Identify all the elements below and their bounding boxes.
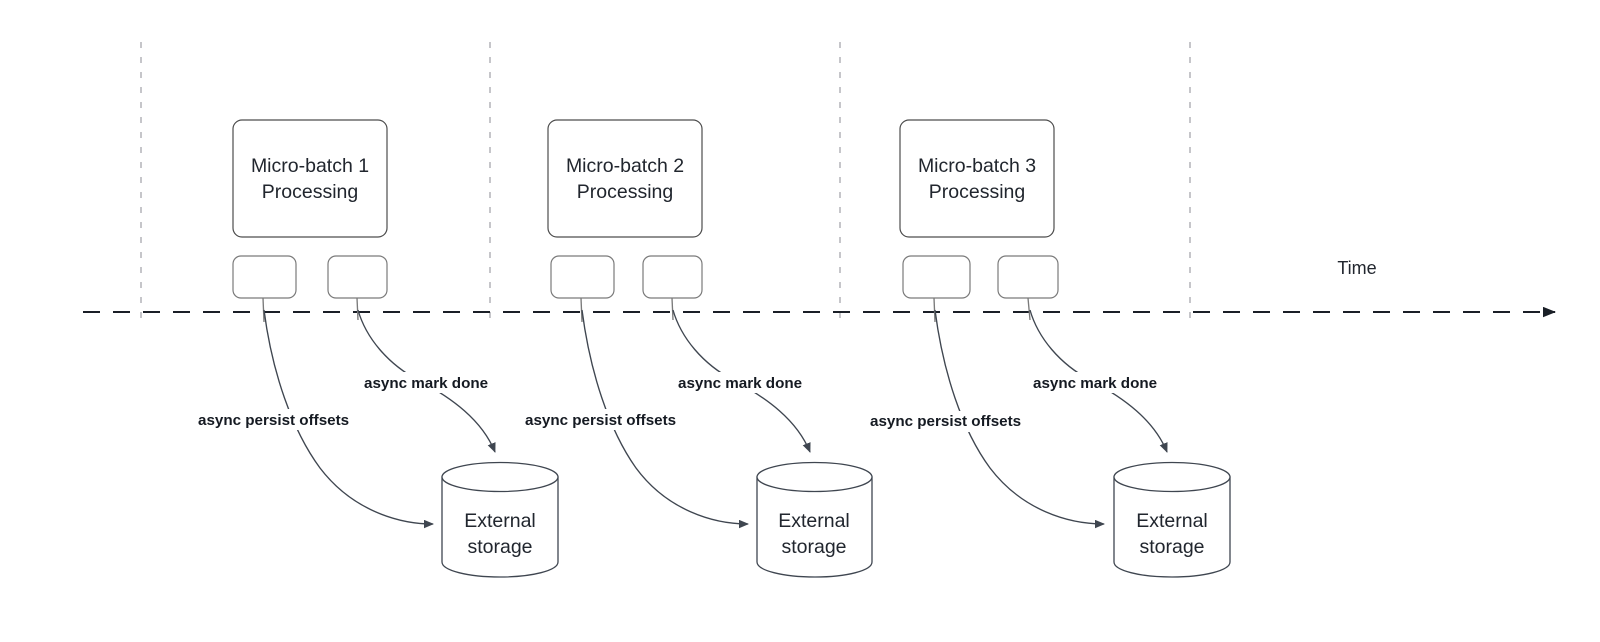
batch-2-persist-offsets-edge (581, 309, 749, 529)
batch-2-external-storage[interactable] (756, 461, 873, 578)
batch-3-storage-label-line2: storage (1139, 536, 1204, 558)
batch-3-task-box-right[interactable] (997, 255, 1059, 299)
micro-batch-2-label-line2: Processing (577, 181, 673, 203)
batch-3-persist-offsets-edge (934, 309, 1105, 529)
annotation-label-backdrops (195, 372, 1171, 432)
micro-batch-3-label-line1: Micro-batch 3 (918, 155, 1036, 177)
batch-2-stem-right (671, 297, 674, 321)
batch-3-external-storage[interactable] (1113, 461, 1231, 578)
batch-3-storage-label-line1: External (1136, 510, 1208, 532)
batch-1-external-storage[interactable] (441, 461, 559, 578)
text-layer: Micro-batch 1 Processing Micro-batch 2 P… (198, 155, 1377, 558)
batch-1-storage-label-line2: storage (467, 536, 532, 558)
batch-2-task-box-left[interactable] (550, 255, 615, 299)
batch-3-stem-right (1027, 297, 1031, 321)
batch-1-stem-left (262, 297, 265, 323)
micro-batch-1-label-line2: Processing (262, 181, 358, 203)
batch-3-mark-done-label: async mark done (1033, 375, 1157, 392)
batch-2-persist-offsets-label: async persist offsets (525, 412, 676, 429)
time-axis-label: Time (1337, 258, 1376, 278)
micro-batch-1-label-line1: Micro-batch 1 (251, 155, 369, 177)
batch-group-1 (232, 119, 559, 578)
batch-1-persist-offsets-label: async persist offsets (198, 412, 349, 429)
batch-2-storage-label-line2: storage (781, 536, 846, 558)
batch-3-task-box-left[interactable] (902, 255, 971, 299)
micro-batch-3-process-box[interactable] (899, 119, 1055, 238)
batch-3-persist-offsets-label: async persist offsets (870, 413, 1021, 430)
batch-1-task-box-left[interactable] (232, 255, 297, 299)
batch-1-storage-label-line1: External (464, 510, 536, 532)
batch-1-persist-offsets-edge (263, 309, 434, 529)
micro-batch-2-process-box[interactable] (547, 119, 703, 238)
batch-2-task-box-right[interactable] (642, 255, 703, 299)
batch-3-stem-left (933, 297, 936, 323)
batch-1-stem-right (356, 297, 359, 321)
batch-group-3 (899, 119, 1231, 578)
batch-1-mark-done-label: async mark done (364, 375, 488, 392)
batch-1-task-box-right[interactable] (327, 255, 388, 299)
micro-batch-1-process-box[interactable] (232, 119, 388, 238)
batch-2-mark-done-label: async mark done (678, 375, 802, 392)
micro-batch-2-label-line1: Micro-batch 2 (566, 155, 684, 177)
micro-batch-3-label-line2: Processing (929, 181, 1025, 203)
batch-2-storage-label-line1: External (778, 510, 850, 532)
batch-dividers (140, 42, 1191, 322)
batch-group-2 (547, 119, 873, 578)
batch-2-stem-left (580, 297, 583, 323)
